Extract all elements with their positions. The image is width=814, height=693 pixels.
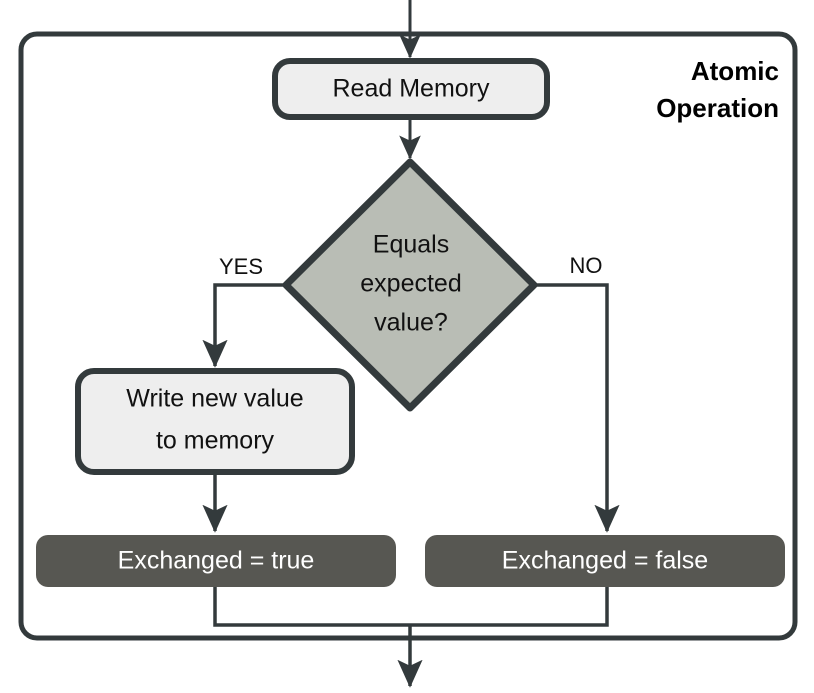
edge-decision-yes	[202, 283, 286, 368]
edge-merge-false-branch	[410, 587, 609, 627]
edge-label-yes: YES	[219, 254, 263, 279]
edge-decision-no	[534, 283, 620, 533]
node-exchanged-false	[425, 535, 785, 587]
container-title-line2: Operation	[656, 93, 779, 123]
node-equals-expected-decision	[282, 158, 538, 412]
node-equals-expected-line1: Equals	[373, 231, 449, 259]
edge-label-no: NO	[570, 253, 603, 278]
node-read-memory-label: Read Memory	[333, 75, 490, 103]
node-equals-expected-line2: expected	[360, 270, 461, 298]
node-exchanged-true	[36, 535, 396, 587]
node-exchanged-true-label: Exchanged = true	[118, 547, 315, 575]
node-exchanged-false-label: Exchanged = false	[502, 547, 708, 575]
node-write-new-value-line2: to memory	[156, 427, 275, 455]
edge-merge-true-branch	[213, 587, 410, 627]
atomic-operation-container	[18, 31, 798, 641]
container-title-line1: Atomic	[691, 56, 779, 86]
node-write-new-value-line1: Write new value	[126, 385, 303, 413]
node-equals-expected-line3: value?	[374, 309, 448, 337]
